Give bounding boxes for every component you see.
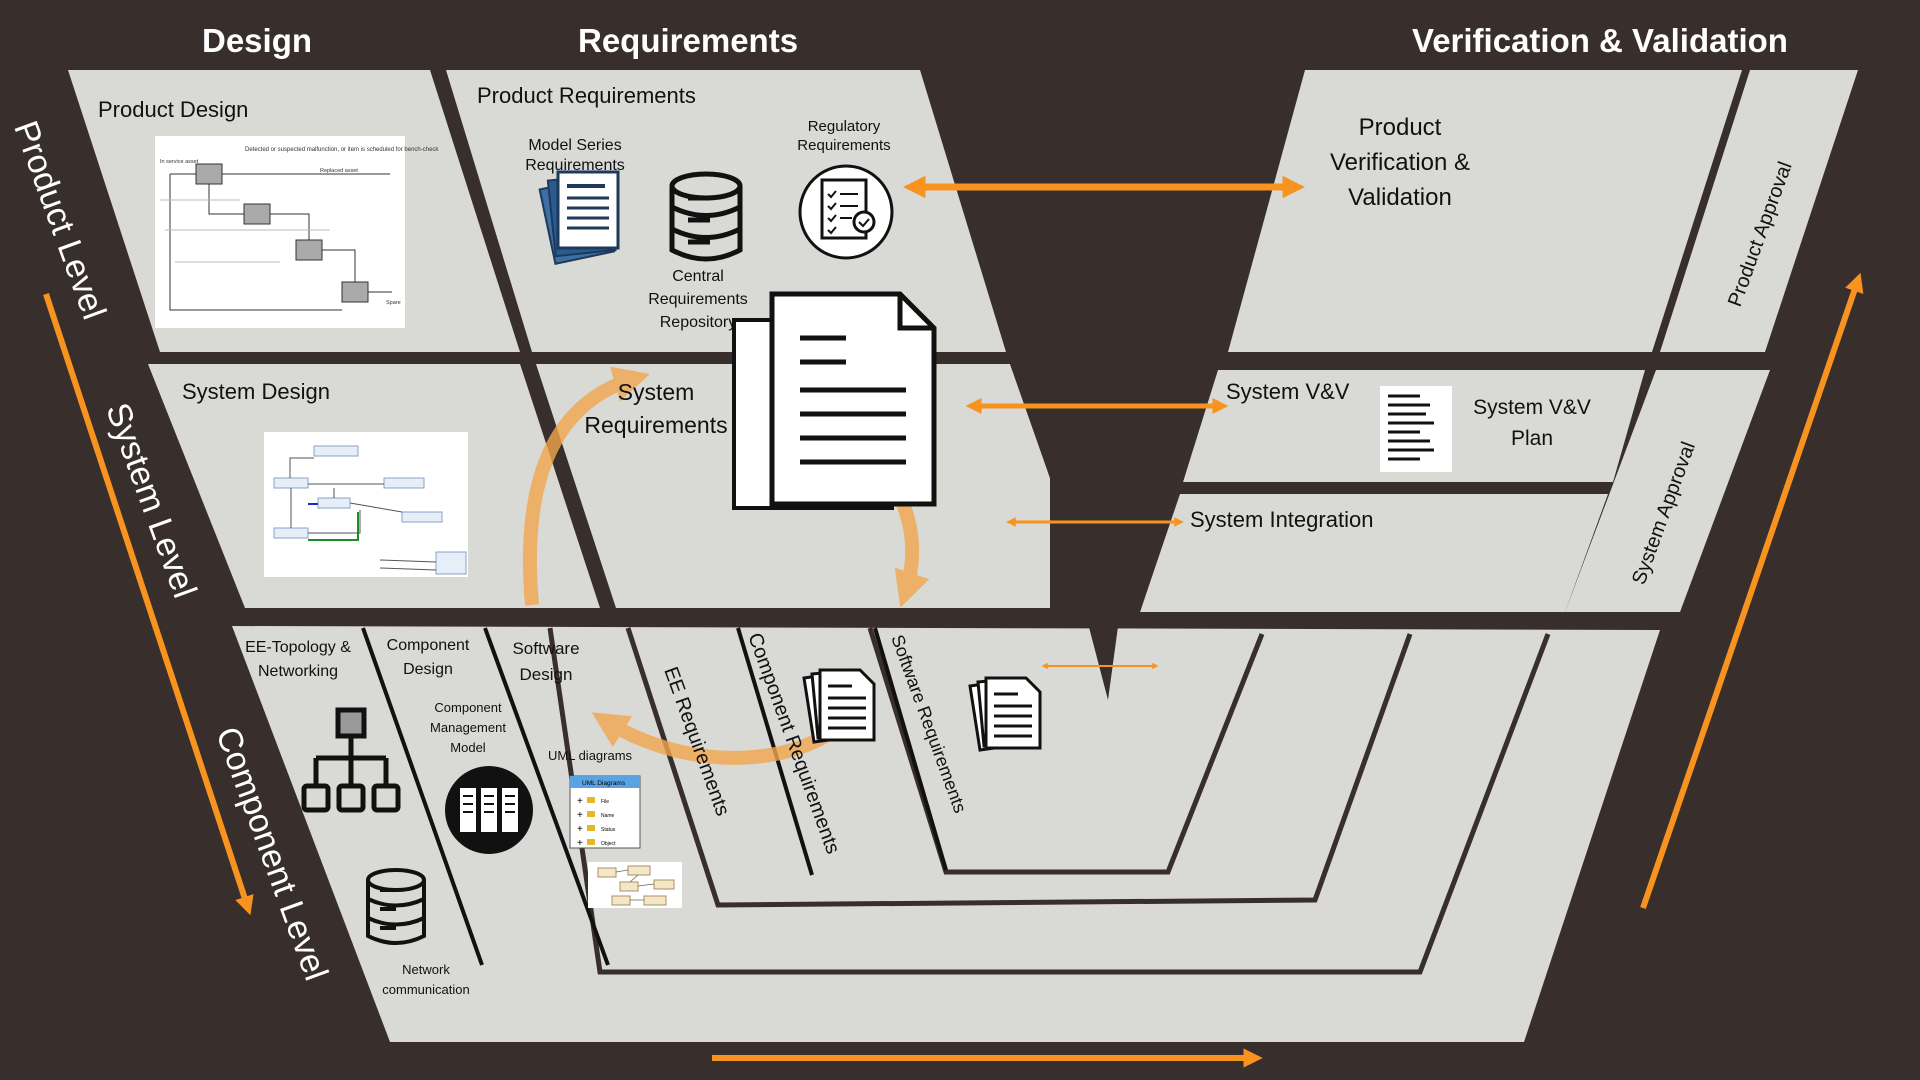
component-requirements-docs-icon bbox=[802, 668, 876, 744]
system-vv-plan-document-icon bbox=[1380, 386, 1452, 472]
flowchart-in-service: In service asset bbox=[160, 159, 199, 165]
header-requirements: Requirements bbox=[578, 22, 799, 59]
component-management-model-label: Component Management Model bbox=[430, 700, 506, 755]
software-design-label: Software Design bbox=[512, 639, 580, 684]
uml-tree-item: Object bbox=[601, 841, 616, 847]
flow-curve-up bbox=[522, 366, 650, 606]
uml-diagrams-label: UML diagrams bbox=[548, 748, 633, 763]
network-database-icon bbox=[366, 868, 426, 945]
left-descent-arrow bbox=[43, 293, 254, 916]
uml-tree-item: File bbox=[601, 799, 609, 805]
network-communication-label: Network communication bbox=[382, 962, 470, 997]
network-hierarchy-icon bbox=[301, 707, 401, 813]
system-integration-label: System Integration bbox=[1190, 507, 1374, 532]
ee-topology-label: EE-Topology & Networking bbox=[245, 639, 351, 680]
header-verification-validation: Verification & Validation bbox=[1412, 22, 1788, 59]
header-design: Design bbox=[202, 22, 313, 59]
regulatory-requirements-label: Regulatory Requirements bbox=[797, 118, 891, 154]
product-vv-label: Product Verification & Validation bbox=[1329, 114, 1471, 211]
flowchart-note: Detected or suspected malfunction, or it… bbox=[245, 147, 439, 153]
system-vv-label: System V&V bbox=[1226, 379, 1350, 404]
flowchart-spare: Spare bbox=[386, 300, 401, 306]
system-design-label: System Design bbox=[182, 379, 330, 404]
product-approval-panel bbox=[1660, 70, 1858, 352]
uml-tree-item: Name bbox=[601, 813, 615, 819]
product-design-flowchart: Detected or suspected malfunction, or it… bbox=[155, 136, 439, 328]
component-level-panel bbox=[232, 626, 1660, 1042]
flowchart-replaced: Replaced asset bbox=[320, 168, 358, 174]
system-approval-panel bbox=[1565, 370, 1770, 612]
system-requirements-label: System Requirements bbox=[584, 379, 728, 438]
uml-tree-item: Status bbox=[601, 827, 616, 833]
product-requirements-label: Product Requirements bbox=[477, 83, 696, 108]
system-integration-panel bbox=[1140, 494, 1608, 612]
uml-tree-window: UML Diagrams + + + + File Name Status Ob… bbox=[569, 775, 641, 849]
model-series-docs-icon bbox=[538, 170, 620, 266]
central-requirements-repository-label: Central Requirements Repository bbox=[648, 268, 748, 331]
system-design-diagram bbox=[264, 432, 468, 577]
svg-text:+: + bbox=[577, 810, 583, 821]
svg-text:+: + bbox=[577, 838, 583, 849]
system-vv-plan-label: System V&V Plan bbox=[1473, 396, 1591, 450]
model-series-requirements-label: Model Series Requirements bbox=[525, 137, 625, 174]
software-requirements-docs-icon bbox=[968, 676, 1042, 752]
central-repository-database-icon bbox=[669, 171, 743, 262]
svg-text:+: + bbox=[577, 796, 583, 807]
uml-window-title: UML Diagrams bbox=[582, 780, 626, 787]
requirements-document-icon bbox=[732, 291, 937, 510]
component-management-model-icon bbox=[445, 766, 533, 854]
product-design-label: Product Design bbox=[98, 97, 249, 122]
right-ascent-arrow bbox=[1640, 272, 1864, 909]
regulatory-certificate-icon bbox=[798, 164, 894, 260]
component-design-label: Component Design bbox=[386, 637, 470, 678]
svg-text:+: + bbox=[577, 824, 583, 835]
product-vv-panel bbox=[1228, 70, 1742, 352]
uml-class-diagram-thumbnail bbox=[588, 862, 682, 908]
